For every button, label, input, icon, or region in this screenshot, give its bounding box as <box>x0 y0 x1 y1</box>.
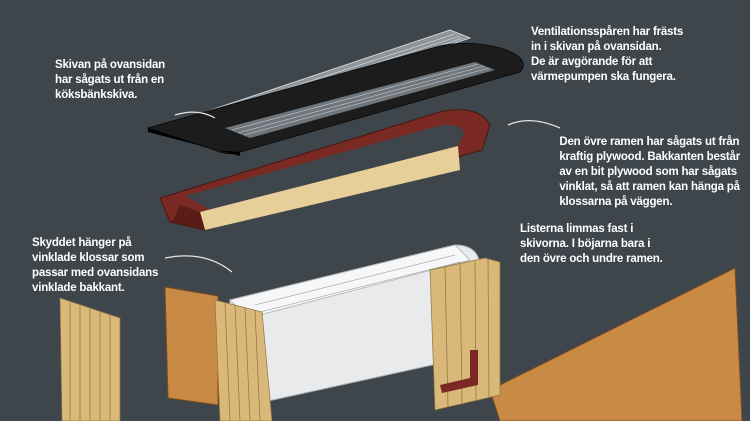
caption-hanging: Skyddet hänger på vinklade klossar som p… <box>32 237 159 294</box>
caption-top-board: Skivan på ovansidan har sågats ut från e… <box>55 59 165 101</box>
upper-frame <box>159 109 491 231</box>
left-board <box>164 286 219 406</box>
caption-upper-frame: Den övre ramen har sågats ut från krafti… <box>559 136 740 208</box>
front-slats <box>214 299 273 421</box>
right-slats <box>429 257 501 411</box>
top-board <box>146 42 524 156</box>
pointer-arrows <box>164 111 561 273</box>
wall-bracket <box>440 350 478 393</box>
caption-ventilation: Ventilationsspåren har frästs in i skiva… <box>531 26 684 83</box>
right-board <box>489 267 743 421</box>
heat-pump-unit <box>224 244 481 406</box>
caption-slats: Listerna limmas fast i skivorna. I böjar… <box>520 223 663 265</box>
left-slats <box>59 297 121 421</box>
